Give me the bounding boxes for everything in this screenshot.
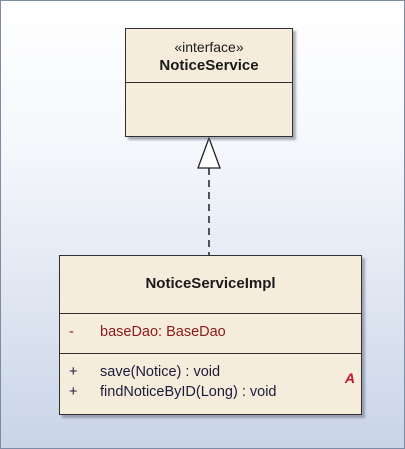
operation-row[interactable]: + save(Notice) : void [69, 362, 361, 382]
interface-name-compartment: «interface» NoticeService [126, 29, 292, 83]
attribute-text: baseDao: BaseDao [100, 324, 226, 340]
impl-attributes-compartment: - baseDao: BaseDao [60, 314, 361, 354]
interface-stereotype: «interface» [174, 39, 244, 55]
abstract-marker: A [344, 370, 355, 386]
interface-operations-compartment [126, 83, 292, 136]
interface-class-name: NoticeService [159, 57, 259, 74]
impl-name-compartment: NoticeServiceImpl [60, 256, 361, 314]
operation-text: findNoticeByID(Long) : void [100, 384, 277, 400]
impl-operations-compartment: + save(Notice) : void + findNoticeByID(L… [60, 354, 361, 414]
operation-visibility: + [69, 384, 78, 400]
realization-arrowhead-icon [197, 136, 221, 169]
operation-row[interactable]: + findNoticeByID(Long) : void [69, 382, 361, 402]
attribute-row[interactable]: - baseDao: BaseDao [69, 322, 361, 342]
attribute-visibility: - [69, 324, 74, 340]
operation-text: save(Notice) : void [100, 364, 221, 380]
class-notice-service-impl[interactable]: NoticeServiceImpl - baseDao: BaseDao + s… [59, 255, 362, 415]
interface-class-notice-service[interactable]: «interface» NoticeService [125, 28, 293, 137]
operation-visibility: + [69, 364, 78, 380]
impl-class-name: NoticeServiceImpl [145, 275, 276, 292]
